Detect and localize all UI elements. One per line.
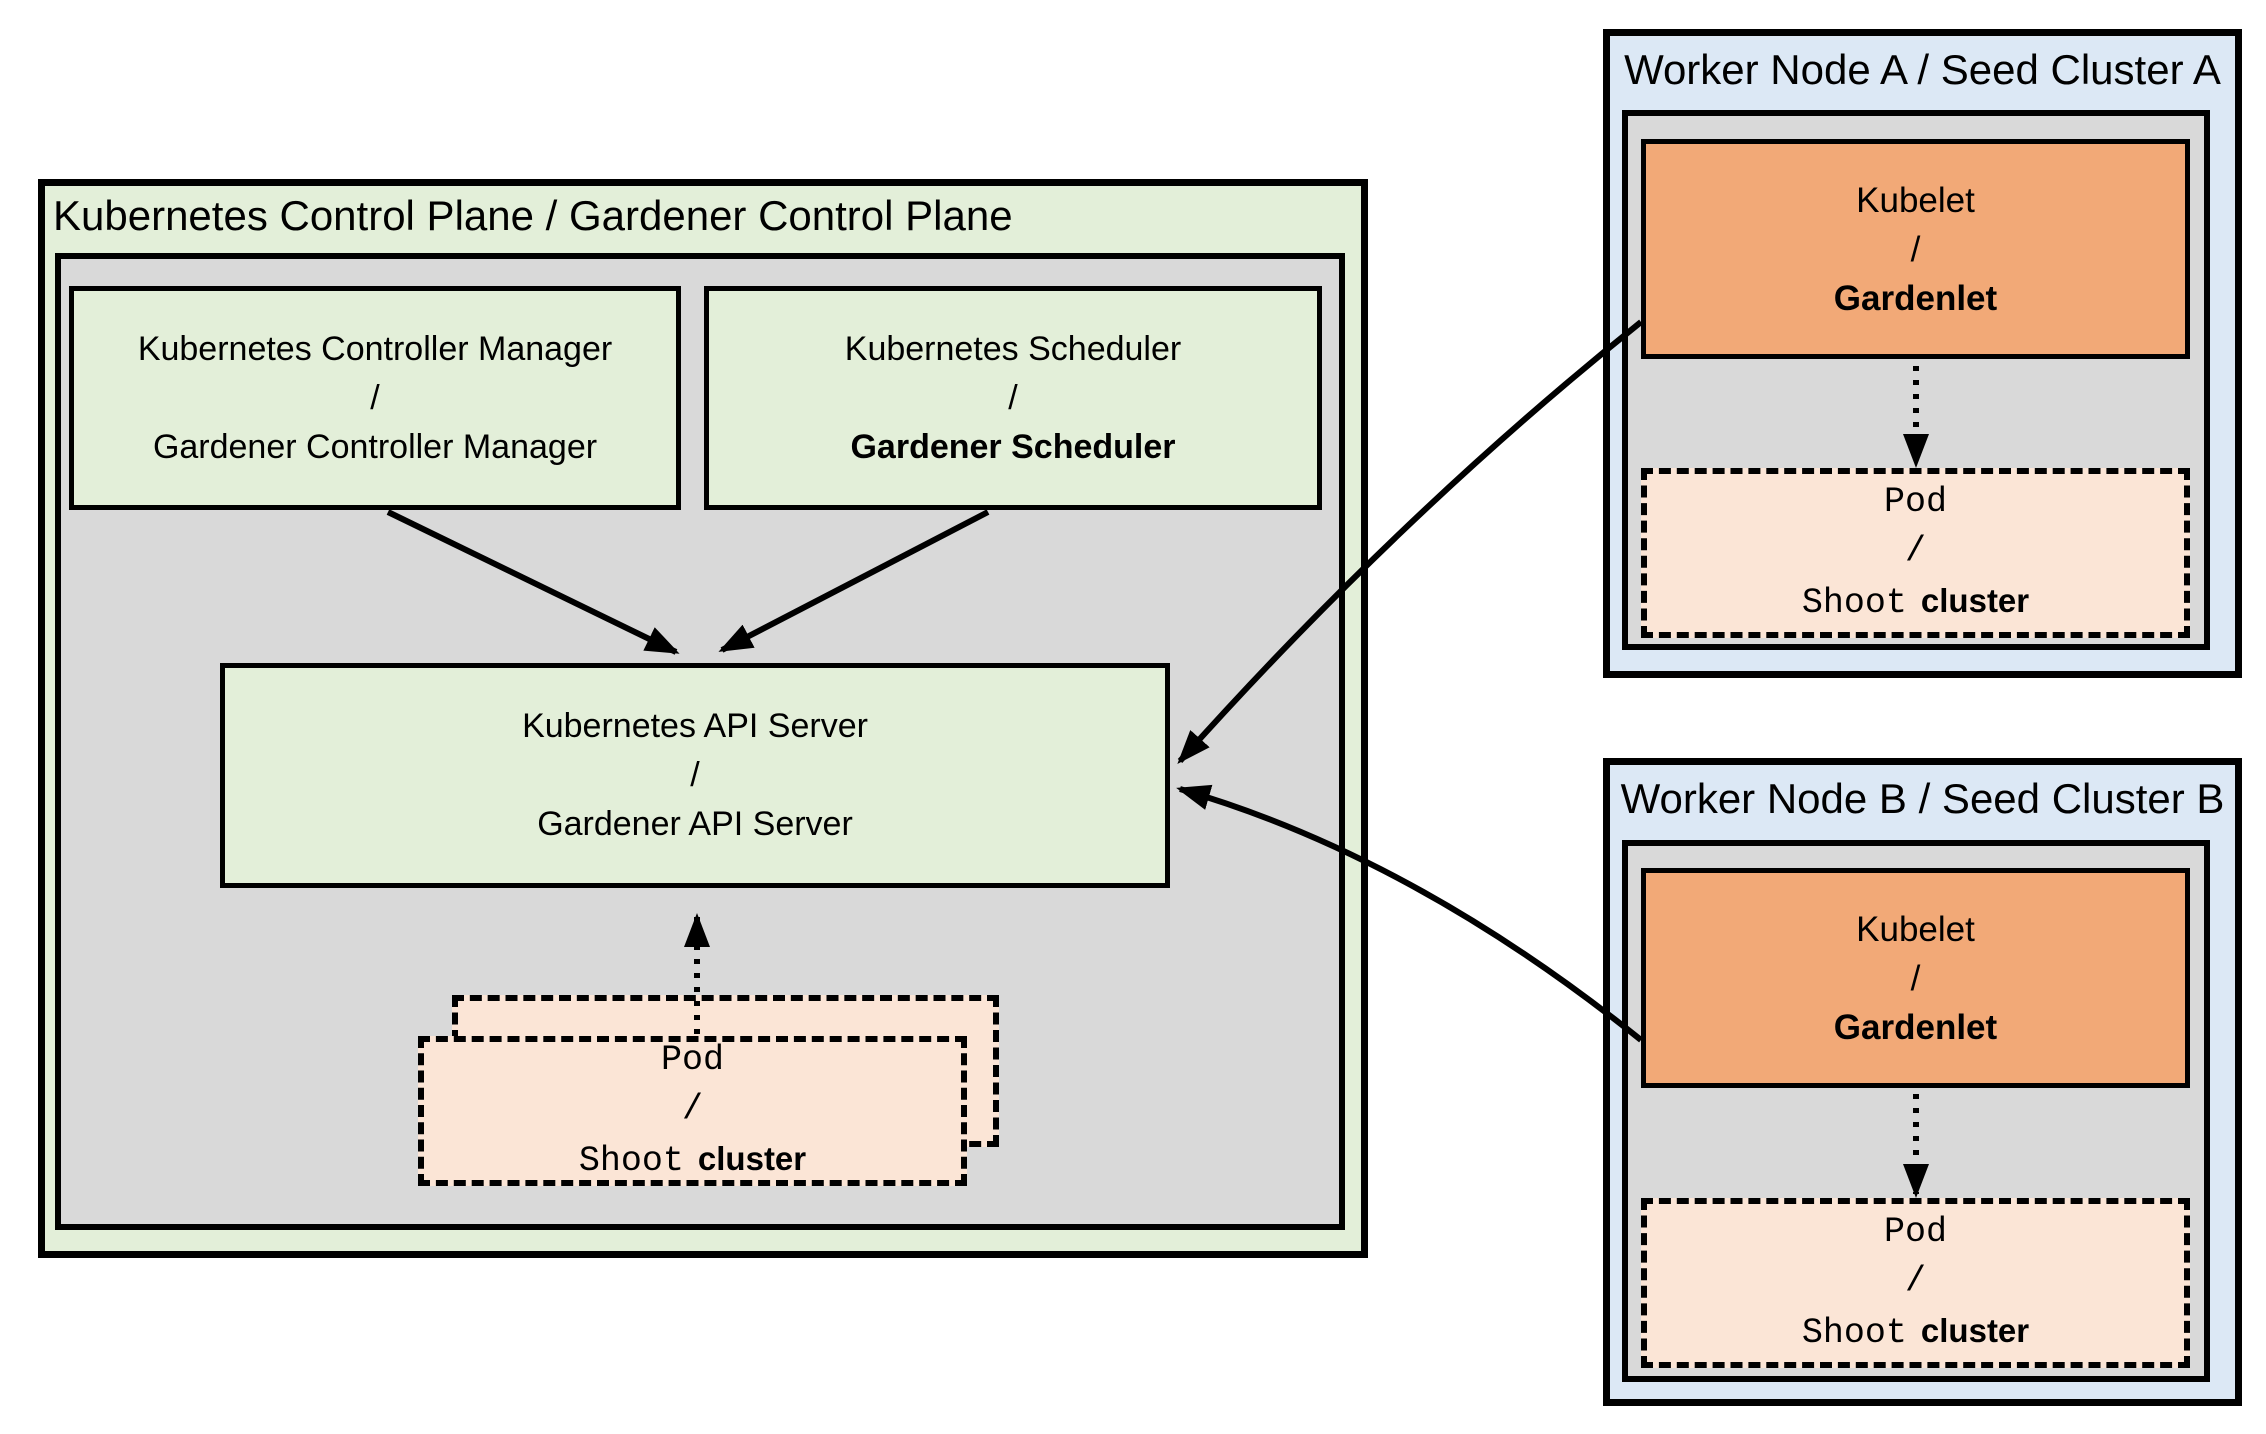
- worker-node-b-inner-panel: Kubelet / Gardenlet Pod / Shoot cluster: [1622, 840, 2210, 1382]
- pod-label-shoot: Shoot: [578, 1141, 684, 1181]
- worker-node-a-title: Worker Node A / Seed Cluster A: [1624, 46, 2221, 93]
- kubelet-b-label: Kubelet / Gardenlet: [1646, 873, 2185, 1083]
- kubelet-a-label-separator: /: [1910, 229, 1921, 269]
- controller-manager-label: Kubernetes Controller Manager / Gardener…: [74, 291, 676, 505]
- api-server-label-bottom: Gardener API Server: [537, 805, 853, 843]
- kubelet-b-label-top: Kubelet: [1856, 909, 1975, 949]
- pod-b-label-top: Pod: [1883, 1212, 1947, 1252]
- pod-shoot-cluster-front-box: Pod / Shoot cluster: [418, 1036, 967, 1186]
- scheduler-label-bottom: Gardener Scheduler: [850, 427, 1176, 466]
- pod-a-label-cluster: cluster: [1920, 582, 2030, 619]
- control-plane-box: Kubernetes Control Plane / Gardener Cont…: [38, 179, 1368, 1258]
- kubelet-b-label-bottom: Gardenlet: [1833, 1007, 1998, 1047]
- scheduler-box: Kubernetes Scheduler / Gardener Schedule…: [704, 286, 1322, 510]
- controller-manager-box: Kubernetes Controller Manager / Gardener…: [69, 286, 681, 510]
- control-plane-inner-panel: Kubernetes Controller Manager / Gardener…: [55, 253, 1345, 1230]
- kubelet-b-label-separator: /: [1910, 958, 1921, 998]
- controller-manager-label-separator: /: [370, 378, 380, 417]
- scheduler-label: Kubernetes Scheduler / Gardener Schedule…: [709, 291, 1317, 505]
- kubelet-a-label-bottom: Gardenlet: [1833, 278, 1998, 318]
- scheduler-label-separator: /: [1008, 378, 1018, 417]
- pod-label-separator: /: [681, 1089, 703, 1129]
- kubelet-b-box: Kubelet / Gardenlet: [1641, 868, 2190, 1088]
- pod-b-label-separator: /: [1904, 1261, 1926, 1301]
- pod-shoot-cluster-label: Pod / Shoot cluster: [424, 1040, 961, 1181]
- kubelet-a-label-top: Kubelet: [1856, 180, 1975, 220]
- pod-b-label-cluster: cluster: [1920, 1312, 2030, 1349]
- pod-a-label-top: Pod: [1883, 482, 1947, 522]
- pod-label-top: Pod: [660, 1040, 724, 1080]
- pod-a-label-separator: /: [1904, 531, 1926, 571]
- control-plane-title: Kubernetes Control Plane / Gardener Cont…: [53, 192, 1013, 239]
- controller-manager-label-top: Kubernetes Controller Manager: [137, 329, 613, 368]
- pod-shoot-cluster-b-box: Pod / Shoot cluster: [1641, 1198, 2190, 1368]
- scheduler-label-top: Kubernetes Scheduler: [844, 329, 1182, 368]
- pod-shoot-cluster-a-box: Pod / Shoot cluster: [1641, 468, 2190, 638]
- controller-manager-label-bottom: Gardener Controller Manager: [152, 427, 598, 466]
- pod-b-label-shoot: Shoot: [1801, 1313, 1907, 1353]
- api-server-label-top: Kubernetes API Server: [522, 707, 868, 745]
- pod-shoot-cluster-a-label: Pod / Shoot cluster: [1647, 474, 2184, 632]
- worker-node-b-box: Worker Node B / Seed Cluster B Kubelet /…: [1603, 758, 2242, 1406]
- api-server-box: Kubernetes API Server / Gardener API Ser…: [220, 663, 1170, 888]
- kubelet-a-box: Kubelet / Gardenlet: [1641, 139, 2190, 359]
- worker-node-a-box: Worker Node A / Seed Cluster A Kubelet /…: [1603, 29, 2242, 678]
- pod-shoot-cluster-b-label: Pod / Shoot cluster: [1647, 1204, 2184, 1362]
- pod-a-label-shoot: Shoot: [1801, 583, 1907, 623]
- pod-label-cluster: cluster: [697, 1140, 807, 1177]
- api-server-label-separator: /: [690, 756, 700, 794]
- worker-node-a-inner-panel: Kubelet / Gardenlet Pod / Shoot cluster: [1622, 110, 2210, 650]
- kubelet-a-label: Kubelet / Gardenlet: [1646, 144, 2185, 354]
- worker-node-b-title: Worker Node B / Seed Cluster B: [1620, 775, 2225, 822]
- api-server-label: Kubernetes API Server / Gardener API Ser…: [225, 668, 1165, 883]
